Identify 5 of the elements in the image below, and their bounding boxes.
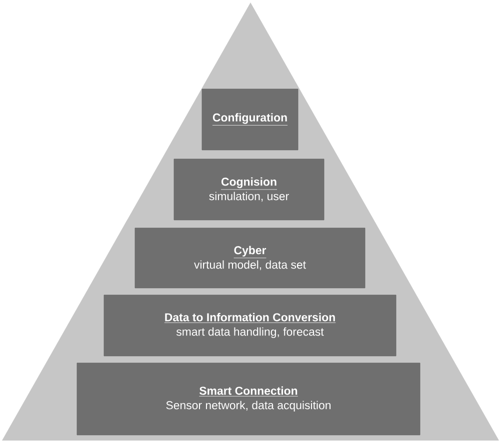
layer-box: Data to Information Conversion smart data handling, forecast: [104, 294, 396, 356]
layer-box: Configuration: [202, 88, 298, 150]
layer-box: Cyber virtual model, data set: [134, 228, 366, 288]
layer-box: Cognision simulation, user: [174, 158, 324, 220]
layer-box: Smart Connection Sensor network, data acquisition: [76, 362, 420, 436]
